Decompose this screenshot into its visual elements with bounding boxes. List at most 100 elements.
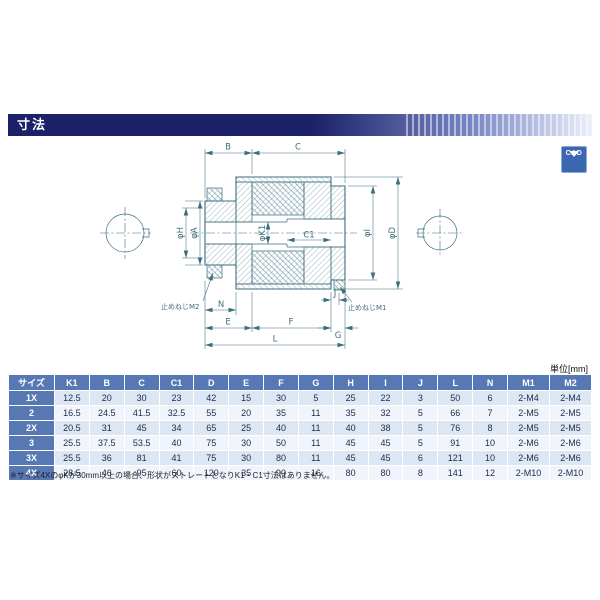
size-cell: 1X <box>8 390 55 406</box>
value-cell: 30 <box>228 435 265 451</box>
size-cell: 2 <box>8 405 55 421</box>
value-cell: 2-M5 <box>549 420 592 436</box>
value-cell: 20 <box>88 390 125 406</box>
size-cell: 3 <box>8 435 55 451</box>
value-cell: 20 <box>228 405 265 421</box>
value-cell: 35 <box>263 405 299 421</box>
col-header-3: C <box>123 374 160 391</box>
setscrew-m2-top <box>206 187 223 202</box>
value-cell: 12.5 <box>54 390 90 406</box>
value-cell: 11 <box>297 420 334 436</box>
value-cell: 23 <box>158 390 195 406</box>
dim-label-phi-k1: φK1 <box>258 225 268 242</box>
value-cell: 2-M5 <box>507 420 550 436</box>
value-cell: 91 <box>437 435 474 451</box>
value-cell: 28.5 <box>54 465 90 481</box>
value-cell: 120 <box>193 465 230 481</box>
value-cell: 2-M5 <box>549 405 592 421</box>
col-header-1: K1 <box>54 374 90 391</box>
value-cell: 45 <box>332 435 369 451</box>
col-header-0: サイズ <box>8 374 55 391</box>
value-cell: 31 <box>88 420 125 436</box>
value-cell: 50 <box>263 435 299 451</box>
value-cell: 40 <box>332 420 369 436</box>
value-cell: 25.5 <box>54 450 90 466</box>
value-cell: 30 <box>123 390 160 406</box>
value-cell: 80 <box>332 465 369 481</box>
col-header-6: E <box>228 374 265 391</box>
col-header-9: H <box>332 374 369 391</box>
value-cell: 2-M4 <box>507 390 550 406</box>
value-cell: 2-M10 <box>507 465 550 481</box>
col-header-11: J <box>402 374 439 391</box>
col-header-5: D <box>193 374 230 391</box>
col-header-7: F <box>263 374 299 391</box>
value-cell: 2-M6 <box>549 435 592 451</box>
value-cell: 90 <box>263 465 299 481</box>
dim-label-g: G <box>335 331 342 341</box>
col-header-13: N <box>472 374 508 391</box>
value-cell: 5 <box>402 405 439 421</box>
value-cell: 8 <box>402 465 439 481</box>
value-cell: 32.5 <box>158 405 195 421</box>
value-cell: 6 <box>402 450 439 466</box>
value-cell: 2-M4 <box>549 390 592 406</box>
value-cell: 25 <box>332 390 369 406</box>
value-cell: 7 <box>472 405 508 421</box>
value-cell: 2-M6 <box>507 450 550 466</box>
col-header-10: I <box>367 374 404 391</box>
value-cell: 41 <box>158 450 195 466</box>
value-cell: 53.5 <box>123 435 160 451</box>
dim-label-phi-i: φI <box>363 229 373 237</box>
dim-label-e: E <box>225 318 230 328</box>
value-cell: 10 <box>472 435 508 451</box>
value-cell: 55 <box>193 405 230 421</box>
value-cell: 12 <box>472 465 508 481</box>
value-cell: 5 <box>297 390 334 406</box>
value-cell: 45 <box>123 420 160 436</box>
dimension-annotations: B C φA φH φK1 C1 φI φD N E <box>161 143 403 349</box>
value-cell: 15 <box>228 390 265 406</box>
value-cell: 95 <box>123 465 160 481</box>
value-cell: 22 <box>367 390 404 406</box>
size-cell: 3X <box>8 450 55 466</box>
value-cell: 45 <box>367 450 404 466</box>
value-cell: 2-M5 <box>507 405 550 421</box>
dim-label-j: J <box>333 289 337 299</box>
setscrew-m2-label: 止めねじM2 <box>161 302 200 311</box>
col-header-15: M2 <box>549 374 592 391</box>
dim-label-phi-a: φA <box>190 227 200 239</box>
value-cell: 35 <box>332 405 369 421</box>
page-title: 寸法 <box>17 117 48 132</box>
value-cell: 38 <box>367 420 404 436</box>
value-cell: 32 <box>367 405 404 421</box>
value-cell: 40 <box>158 435 195 451</box>
value-cell: 46 <box>88 465 125 481</box>
section-view <box>190 176 357 291</box>
col-header-14: M1 <box>507 374 550 391</box>
value-cell: 11 <box>297 435 334 451</box>
setscrew-m2-bottom <box>206 264 223 279</box>
value-cell: 30 <box>228 450 265 466</box>
cad-badge-label: CAD <box>565 150 583 157</box>
cad-download-button[interactable]: CAD <box>561 146 587 173</box>
value-cell: 6 <box>472 390 508 406</box>
right-end-view <box>416 209 464 257</box>
download-arrow-icon <box>569 151 579 164</box>
dim-label-phi-d: φD <box>388 226 398 239</box>
value-cell: 45 <box>367 435 404 451</box>
value-cell: 40 <box>263 420 299 436</box>
value-cell: 66 <box>437 405 474 421</box>
value-cell: 80 <box>263 450 299 466</box>
value-cell: 36 <box>88 450 125 466</box>
value-cell: 24.5 <box>88 405 125 421</box>
dim-label-phi-h: φH <box>176 227 186 239</box>
value-cell: 5 <box>402 435 439 451</box>
value-cell: 5 <box>402 420 439 436</box>
